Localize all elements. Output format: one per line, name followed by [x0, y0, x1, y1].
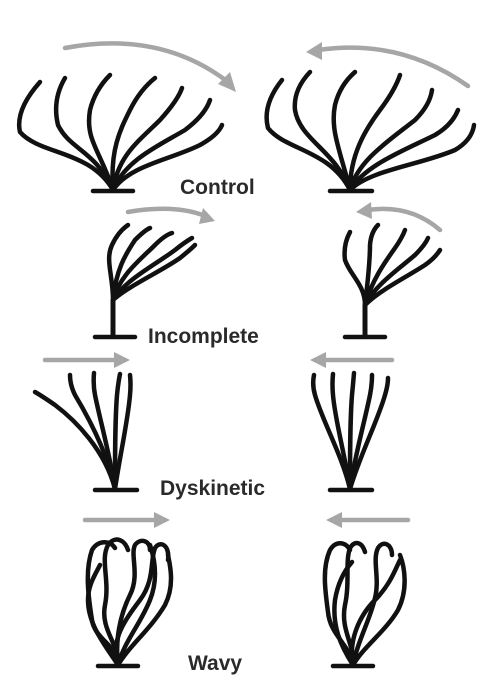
incomplete-cilium-left: [95, 225, 195, 337]
panel-incomplete: Incomplete: [95, 202, 440, 348]
panel-wavy: Wavy: [85, 512, 408, 675]
label-dyskinetic: Dyskinetic: [160, 477, 265, 500]
incomplete-cilium-right: [345, 225, 440, 337]
wavy-cilium-left: [88, 540, 171, 666]
control-arrow-right: [306, 42, 468, 86]
label-control: Control: [180, 176, 255, 199]
control-cilium-left: [19, 75, 222, 191]
label-incomplete: Incomplete: [148, 325, 259, 348]
wavy-cilium-right: [325, 543, 405, 666]
panel-dyskinetic: Dyskinetic: [35, 352, 392, 500]
wavy-arrow-left: [85, 512, 170, 528]
incomplete-arrow-right: [356, 202, 440, 230]
control-cilium-right: [267, 72, 474, 191]
panel-control: Control: [19, 42, 474, 199]
dyskinetic-cilium-left: [35, 373, 137, 490]
incomplete-arrow-left: [128, 208, 215, 224]
dyskinetic-cilium-right: [313, 373, 388, 490]
label-wavy: Wavy: [188, 652, 242, 675]
dyskinetic-arrow-right: [310, 352, 392, 368]
wavy-arrow-right: [326, 512, 408, 528]
dyskinetic-arrow-left: [45, 352, 130, 368]
